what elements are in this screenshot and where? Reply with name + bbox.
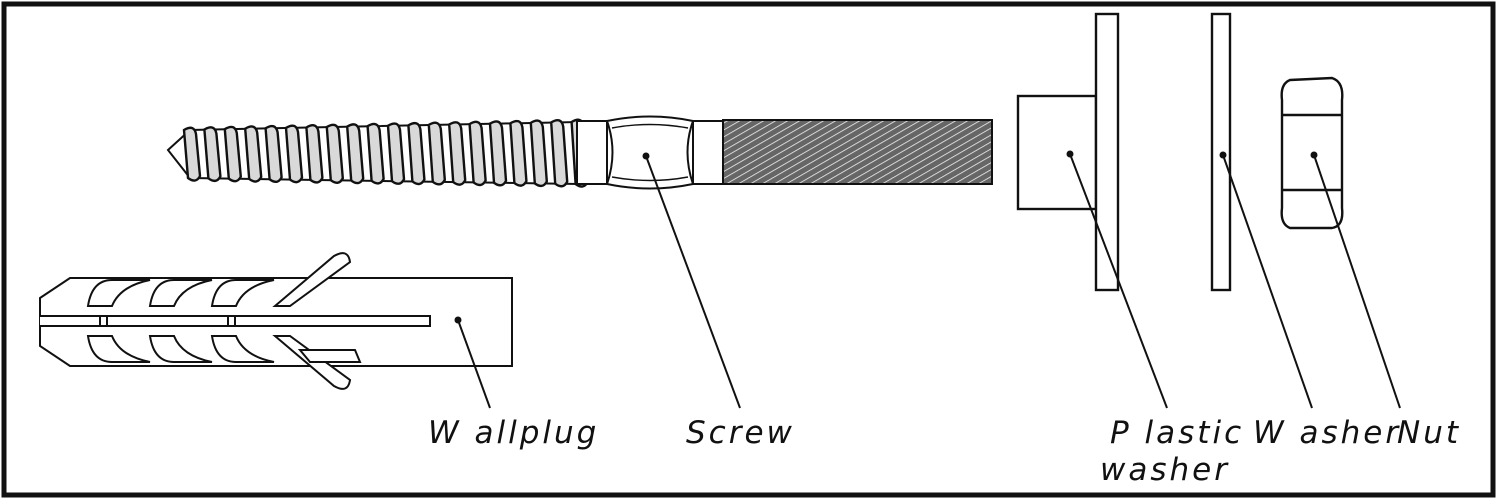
screw-thread-crest (203, 126, 222, 183)
screw-leader (645, 155, 741, 409)
screw-shank-left (576, 120, 608, 185)
label-wallplug: W allplug (428, 415, 599, 451)
label-nut: Nut (1397, 415, 1461, 451)
wallplug-upper-barbs (86, 252, 352, 307)
screw-thread-crest (325, 123, 345, 184)
nut-leader (1313, 154, 1401, 409)
wallplug-lower-barbs (86, 335, 362, 390)
plastic-washer (1016, 12, 1120, 292)
screw-wood-thread (166, 118, 589, 188)
screw (166, 115, 993, 190)
washer (1210, 12, 1232, 292)
wallplug-leader (457, 319, 491, 409)
screw-thread-crest (305, 124, 324, 184)
label-plastic-washer-line1: P lastic (1110, 415, 1244, 451)
screw-collar-highlight (611, 123, 689, 182)
leader-lines (454, 150, 1401, 409)
screw-thread-crest (182, 126, 202, 182)
screw-metric-thread (722, 119, 993, 185)
screw-thread-crest (488, 120, 508, 187)
label-plastic-washer-line2: washer (1100, 452, 1230, 488)
label-screw: Screw (686, 415, 795, 451)
screw-thread-crest (529, 119, 549, 188)
washer-leader (1222, 154, 1313, 409)
label-washer: W asher (1253, 415, 1401, 451)
screw-thread-crest (447, 121, 467, 186)
plastic-washer-flange (1094, 12, 1120, 292)
screw-thread-crest (407, 121, 426, 186)
screw-thread-crest (345, 123, 365, 185)
screw-shank-right (692, 120, 724, 185)
screw-thread-crest (284, 124, 304, 184)
wallplug (39, 252, 513, 390)
screw-thread-crest (427, 121, 447, 186)
screw-thread-crest (223, 125, 243, 183)
screw-thread-crest (386, 122, 406, 185)
screw-thread-crest (549, 118, 569, 188)
screw-thread-crest (509, 119, 528, 187)
screw-thread-crest (366, 122, 385, 185)
plastic-washer-leader (1069, 153, 1168, 409)
screw-thread-crest (243, 125, 263, 183)
screw-thread-crest (264, 124, 283, 183)
screw-thread-crest (468, 120, 487, 187)
